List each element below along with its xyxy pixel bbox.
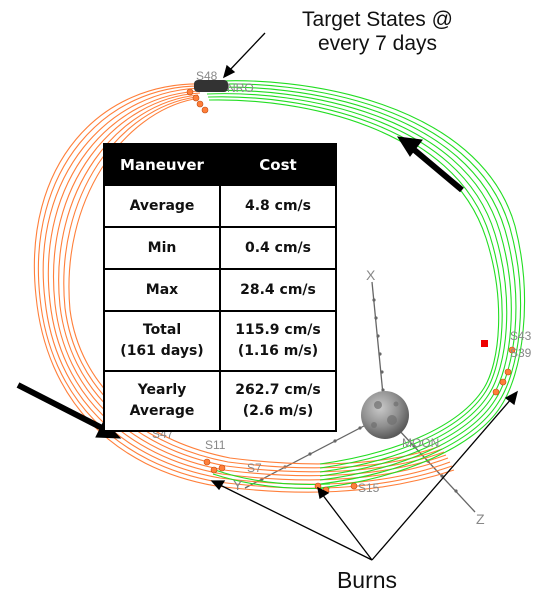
nrho-label: NRO (227, 81, 254, 95)
burn-pointer-mid (321, 493, 373, 561)
s39-label: S39 (510, 346, 532, 360)
table-row: Max 28.4 cm/s (103, 268, 337, 312)
cost-cell: 115.9 cm/s (1.16 m/s) (219, 310, 337, 372)
burns-text: Burns (336, 567, 398, 593)
table-row: Min 0.4 cm/s (103, 226, 337, 270)
cost-cell: 28.4 cm/s (219, 268, 337, 312)
s43-label: S43 (510, 329, 532, 343)
moon (361, 391, 409, 439)
maneuver-cell: Average (103, 184, 221, 228)
cost-cell: 4.8 cm/s (219, 184, 337, 228)
table-row: Yearly Average 262.7 cm/s (2.6 m/s) (103, 370, 337, 432)
y-axis-line (244, 414, 386, 489)
burn-pointer-left (217, 483, 373, 561)
header-maneuver: Maneuver (103, 143, 221, 186)
direction-arrow-top (410, 145, 464, 193)
table-row: Total (161 days) 115.9 cm/s (1.16 m/s) (103, 310, 337, 372)
station-label-top: S48 (196, 69, 218, 83)
table-row: Average 4.8 cm/s (103, 184, 337, 228)
axis-y-label: Y (233, 477, 243, 493)
target-states-text: Target States @ every 7 days (302, 8, 453, 55)
maneuver-cell: Min (103, 226, 221, 270)
maneuver-cell: Max (103, 268, 221, 312)
burn-points-top (186, 88, 209, 114)
moon-label: MOON (402, 436, 439, 450)
s15-label: S15 (358, 481, 380, 495)
maneuver-cost-table: Maneuver Cost Average 4.8 cm/s Min 0.4 c… (103, 143, 337, 432)
cost-cell: 262.7 cm/s (2.6 m/s) (219, 370, 337, 432)
target-states-callout: Target States @ every 7 days (275, 8, 480, 56)
direction-arrow-left (16, 382, 108, 433)
table-header-row: Maneuver Cost (103, 143, 337, 186)
burn-points-bottom (203, 346, 516, 494)
top-cluster (194, 80, 228, 92)
target-pointer (227, 32, 266, 73)
arrowhead-top (397, 136, 423, 157)
burn-pointer-right (371, 397, 513, 561)
moon-craters (371, 401, 399, 428)
maneuver-cell: Total (161 days) (103, 310, 221, 372)
s11-label: S11 (205, 438, 226, 452)
header-cost: Cost (219, 143, 337, 186)
maneuver-cell: Yearly Average (103, 370, 221, 432)
s7-label: S7 (247, 461, 262, 475)
axis-x-label: X (366, 267, 376, 283)
red-marker (481, 340, 488, 347)
burns-callout: Burns (322, 568, 412, 592)
callout-pointers (210, 32, 518, 561)
cost-cell: 0.4 cm/s (219, 226, 337, 270)
axis-z-label: Z (476, 511, 485, 527)
green-orbit-bundle (202, 80, 526, 490)
